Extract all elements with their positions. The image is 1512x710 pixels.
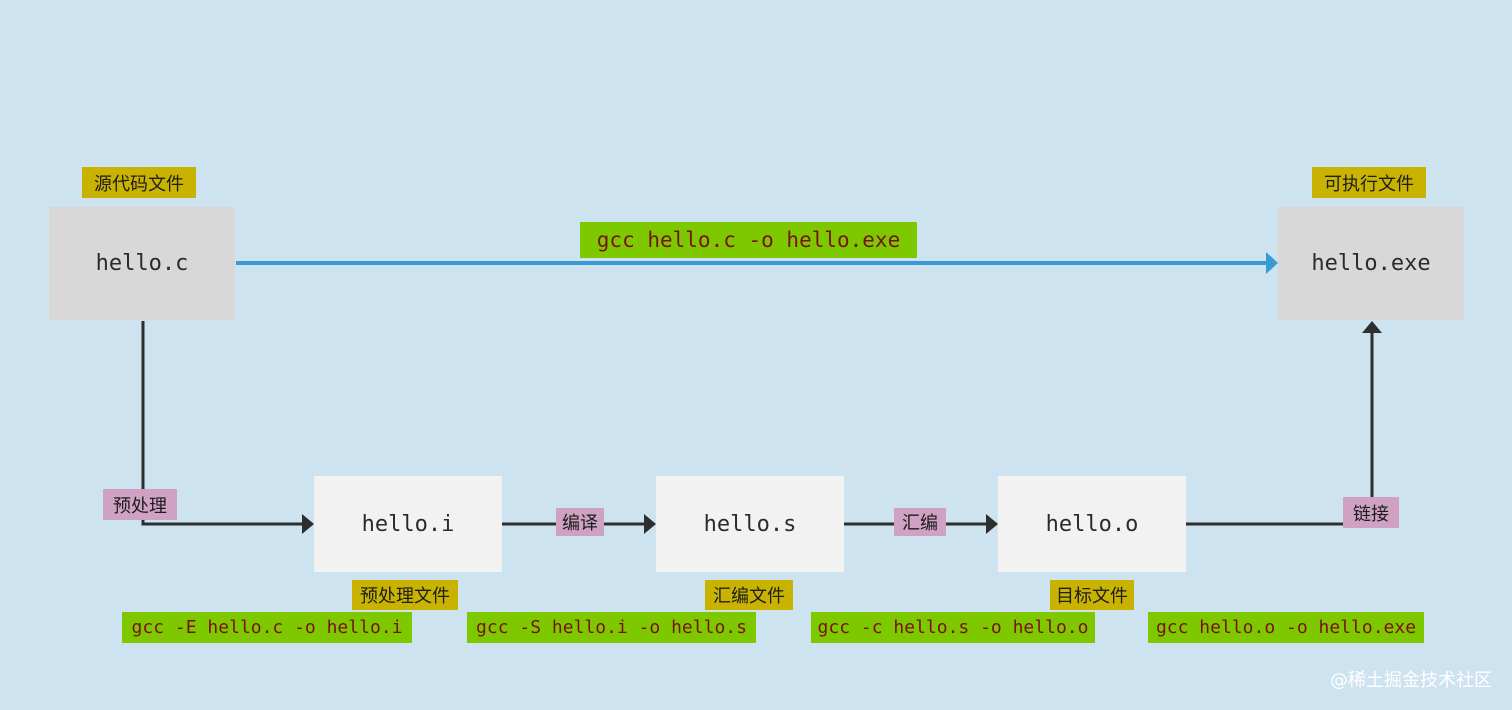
preprocessed-file-label: 预处理文件	[352, 580, 458, 610]
executable-file-box: hello.exe	[1278, 207, 1464, 320]
object-file-box: hello.o	[998, 476, 1186, 572]
assembly-file-label: 汇编文件	[705, 580, 793, 610]
compile-step-label: 编译	[556, 508, 604, 536]
compile-arrow-head	[644, 514, 656, 534]
preprocess-step-label: 预处理	[103, 489, 177, 520]
assemble-arrow-head	[986, 514, 998, 534]
direct-arrow-head	[1266, 252, 1278, 274]
preprocess-connector	[141, 321, 302, 526]
executable-file-label: 可执行文件	[1312, 167, 1426, 198]
assemble-command: gcc -c hello.s -o hello.o	[811, 612, 1095, 643]
preprocessed-file-box: hello.i	[314, 476, 502, 572]
watermark-text: @稀土掘金技术社区	[1330, 670, 1492, 691]
preprocessed-file-name: hello.i	[361, 511, 455, 537]
preprocess-command: gcc -E hello.c -o hello.i	[122, 612, 412, 643]
executable-file-name: hello.exe	[1311, 251, 1431, 276]
source-file-name: hello.c	[95, 251, 189, 276]
preprocess-arrow-head	[302, 514, 314, 534]
assemble-step-label: 汇编	[894, 508, 946, 536]
assembly-file-box: hello.s	[656, 476, 844, 572]
link-connector	[1186, 333, 1374, 526]
direct-compile-command: gcc hello.c -o hello.exe	[580, 222, 917, 258]
link-arrow-head	[1362, 321, 1382, 333]
link-step-label: 链接	[1343, 497, 1399, 528]
object-file-name: hello.o	[1045, 511, 1139, 537]
source-file-box: hello.c	[49, 207, 235, 320]
assembly-file-name: hello.s	[703, 511, 797, 537]
link-command: gcc hello.o -o hello.exe	[1148, 612, 1424, 643]
source-file-label: 源代码文件	[82, 167, 196, 198]
object-file-label: 目标文件	[1050, 580, 1134, 610]
compile-command: gcc -S hello.i -o hello.s	[467, 612, 756, 643]
